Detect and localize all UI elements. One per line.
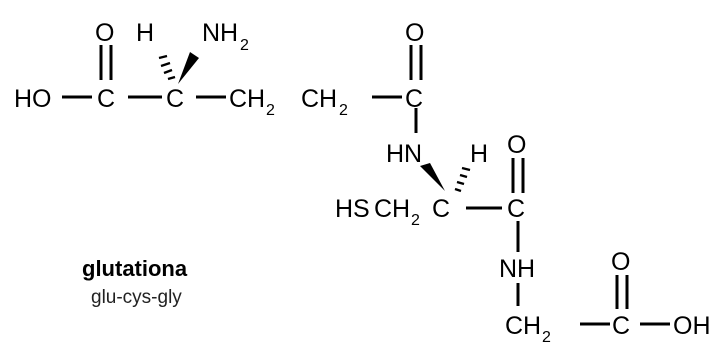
- caption-title: glutationa: [82, 256, 188, 281]
- atom-c2: C: [166, 85, 184, 113]
- atom-ch-a-sub: 2: [266, 102, 275, 119]
- atom-oh: OH: [673, 312, 711, 340]
- atom-c5: C: [507, 195, 525, 223]
- atom-ho-left: HO: [14, 85, 52, 113]
- bonds: [62, 45, 670, 326]
- wedge-hn-c4: [420, 163, 445, 191]
- atom-ch-d-sub: 2: [542, 329, 551, 346]
- caption-subtitle: glu-cys-gly: [91, 287, 182, 308]
- atom-hs: HS: [335, 195, 370, 223]
- atom-o1: O: [95, 19, 114, 47]
- atom-labels: HO C O C H NH 2 CH 2 CH 2 C O HN H HS CH…: [14, 19, 711, 346]
- hash-c4-h: [454, 166, 471, 193]
- atom-ch-b-sub: 2: [339, 102, 348, 119]
- atom-nh2: NH: [499, 255, 535, 283]
- hash-c2-h: [158, 54, 176, 81]
- atom-nh-sub: 2: [240, 37, 249, 54]
- atom-ch-b: CH: [301, 85, 337, 113]
- atom-c4: C: [432, 195, 450, 223]
- atom-h2: H: [470, 140, 488, 168]
- atom-c3: C: [405, 85, 423, 113]
- atom-nh: NH: [202, 19, 238, 47]
- atom-ch-c: CH: [374, 195, 410, 223]
- stereo-bonds: [158, 52, 471, 193]
- atom-ch-c-sub: 2: [411, 212, 420, 229]
- atom-c6: C: [612, 312, 630, 340]
- atom-c1: C: [97, 85, 115, 113]
- caption: glutationa glu-cys-gly: [82, 256, 188, 308]
- atom-o3: O: [405, 19, 424, 47]
- atom-h1: H: [136, 19, 154, 47]
- wedge-c2-nh2: [178, 52, 199, 84]
- atom-o5: O: [507, 131, 526, 159]
- atom-ch-a: CH: [229, 85, 265, 113]
- atom-o6: O: [611, 248, 630, 276]
- atom-ch-d: CH: [505, 312, 541, 340]
- atom-hn: HN: [386, 140, 422, 168]
